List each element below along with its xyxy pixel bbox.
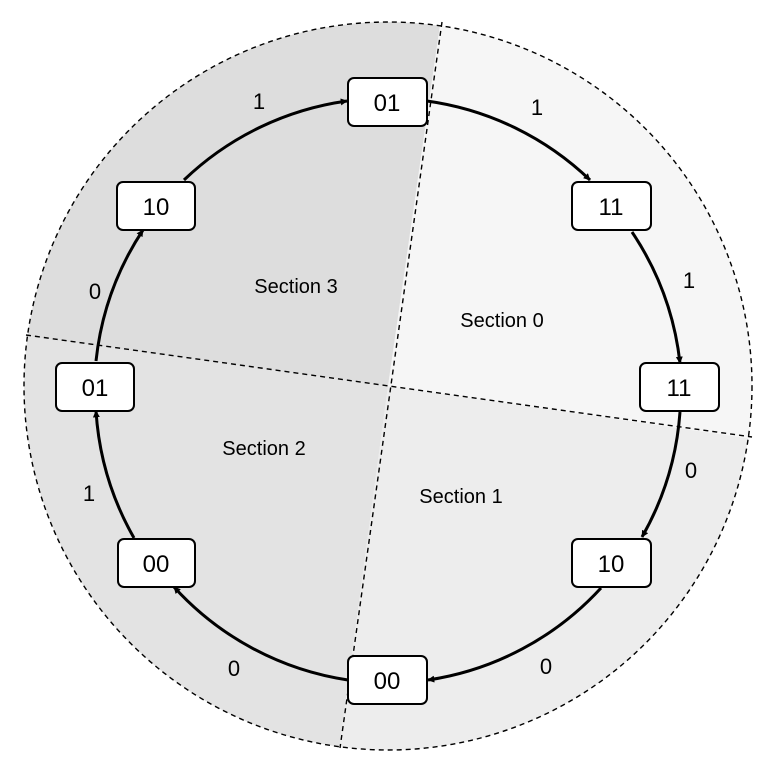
- transition-label: 0: [89, 279, 101, 304]
- transition-label: 1: [83, 481, 95, 506]
- state-node: 11: [571, 181, 652, 231]
- section-label-3: Section 3: [254, 276, 337, 298]
- state-label: 00: [143, 551, 170, 578]
- section-label-1: Section 1: [419, 486, 502, 508]
- state-node: 01: [55, 362, 135, 412]
- outer-dashed-circle: [23, 21, 753, 751]
- transition-arrows: [92, 98, 683, 683]
- transition-label: 0: [540, 654, 552, 679]
- transition-labels: 1 1 0 0 0 1 0 1: [83, 89, 697, 681]
- transition-label: 0: [228, 656, 240, 681]
- state-node: 00: [347, 655, 428, 705]
- transition-arrow-top-to-upper-right: [426, 99, 592, 182]
- state-label: 11: [667, 375, 692, 402]
- section-label-0: Section 0: [460, 310, 543, 332]
- section-3-region: [24, 22, 445, 386]
- transition-arrow-bottom-to-lower-left: [172, 585, 349, 682]
- state-label: 10: [598, 551, 625, 578]
- section-label-2: Section 2: [222, 438, 305, 460]
- state-label: 01: [82, 375, 109, 402]
- transition-label: 1: [531, 95, 543, 120]
- transition-arrow-left-to-upper-left: [94, 229, 145, 362]
- section-1-region: [335, 386, 752, 750]
- state-node: 11: [639, 362, 720, 412]
- state-label: 11: [599, 194, 624, 221]
- transition-label: 1: [683, 268, 695, 293]
- state-node: 10: [571, 538, 652, 588]
- state-label: 00: [374, 668, 401, 695]
- transition-label: 1: [253, 89, 265, 114]
- state-node: 01: [347, 77, 428, 127]
- transition-arrow-upper-right-to-right: [630, 231, 683, 364]
- transition-arrow-lower-left-to-left: [92, 410, 136, 539]
- transition-label: 0: [685, 458, 697, 483]
- state-node: 10: [116, 181, 196, 231]
- state-label: 10: [143, 194, 170, 221]
- transition-arrow-upper-left-to-top: [182, 98, 348, 182]
- transition-arrow-right-to-lower-right: [640, 411, 682, 538]
- state-label: 01: [374, 90, 401, 117]
- transition-arrow-lower-right-to-bottom: [427, 586, 603, 683]
- state-node: 00: [117, 538, 196, 588]
